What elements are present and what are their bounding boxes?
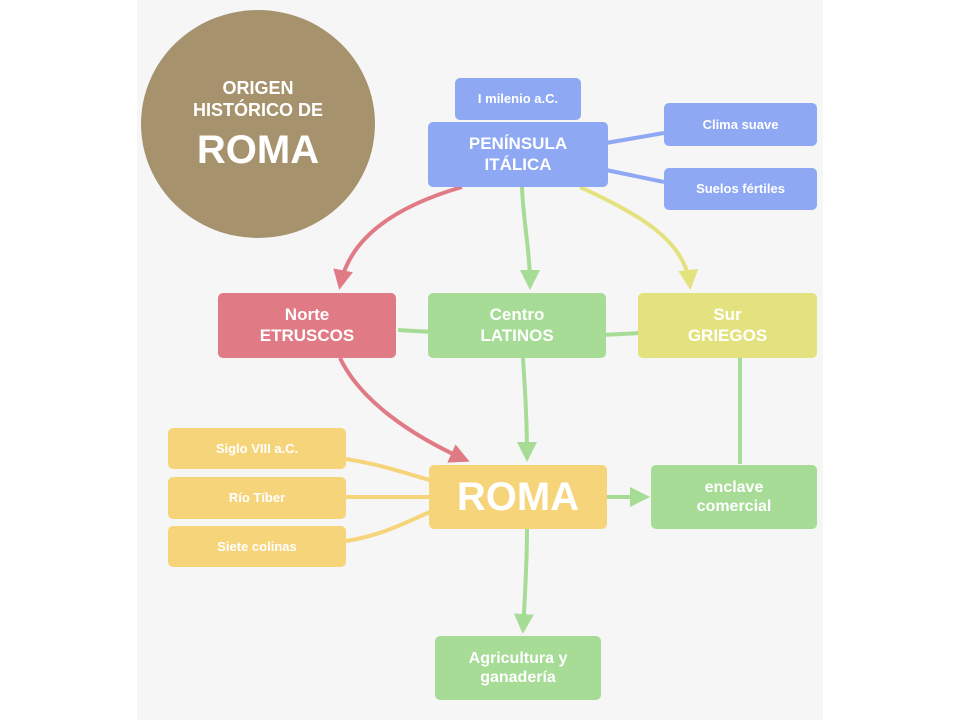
link-roma-agricultura (513, 527, 534, 634)
node-peninsula-line1: PENÍNSULA (468, 134, 568, 154)
link-peninsula-suelos (605, 168, 665, 184)
link-peninsula-norte (333, 185, 463, 290)
node-milenio: I milenio a.C. (455, 78, 581, 120)
link-centro-roma (516, 357, 537, 462)
title-line-3: ROMA (196, 127, 320, 172)
node-peninsula-line2: ITÁLICA (484, 154, 552, 174)
node-rio: Río Tíber (168, 477, 346, 519)
node-sur: Sur GRIEGOS (638, 293, 817, 358)
node-roma: ROMA (429, 465, 607, 529)
node-milenio-label: I milenio a.C. (477, 91, 559, 107)
node-centro-line2: LATINOS (480, 325, 554, 345)
node-suelos-label: Suelos fértiles (696, 181, 785, 197)
node-peninsula: PENÍNSULA ITÁLICA (428, 122, 608, 187)
link-peninsula-clima (605, 131, 665, 145)
title-circle: ORIGEN HISTÓRICO DE ROMA (141, 10, 375, 238)
node-roma-label: ROMA (456, 475, 580, 519)
node-centro-line1: Centro (489, 305, 545, 325)
node-suelos: Suelos fértiles (664, 168, 817, 210)
node-agricultura-line2: ganadería (480, 669, 556, 686)
node-agricultura: Agricultura y ganadería (435, 636, 601, 700)
link-peninsula-sur (579, 185, 699, 290)
link-siglo-roma (345, 457, 431, 482)
node-sur-line1: Sur (713, 305, 742, 325)
node-siglo: Siglo VIII a.C. (168, 428, 346, 469)
node-centro: Centro LATINOS (428, 293, 606, 358)
node-rio-label: Río Tíber (228, 490, 286, 506)
node-norte: Norte ETRUSCOS (218, 293, 396, 358)
node-sur-line2: GRIEGOS (687, 325, 768, 345)
node-norte-line1: Norte (284, 305, 330, 325)
node-clima: Clima suave (664, 103, 817, 146)
link-siete-roma (345, 510, 431, 543)
node-clima-label: Clima suave (702, 116, 779, 132)
node-norte-line2: ETRUSCOS (259, 325, 355, 345)
node-enclave: enclave comercial (651, 465, 817, 529)
link-norte-roma (338, 357, 470, 463)
node-siglo-label: Siglo VIII a.C. (215, 440, 299, 456)
node-siete-label: Siete colinas (217, 538, 297, 554)
node-enclave-line1: enclave (704, 478, 764, 496)
node-agricultura-line1: Agricultura y (468, 649, 568, 667)
node-siete: Siete colinas (168, 526, 346, 567)
node-enclave-line2: comercial (696, 498, 772, 515)
link-peninsula-centro (519, 186, 540, 290)
title-line-1: ORIGEN (222, 77, 294, 98)
title-line-2: HISTÓRICO DE (192, 100, 323, 120)
